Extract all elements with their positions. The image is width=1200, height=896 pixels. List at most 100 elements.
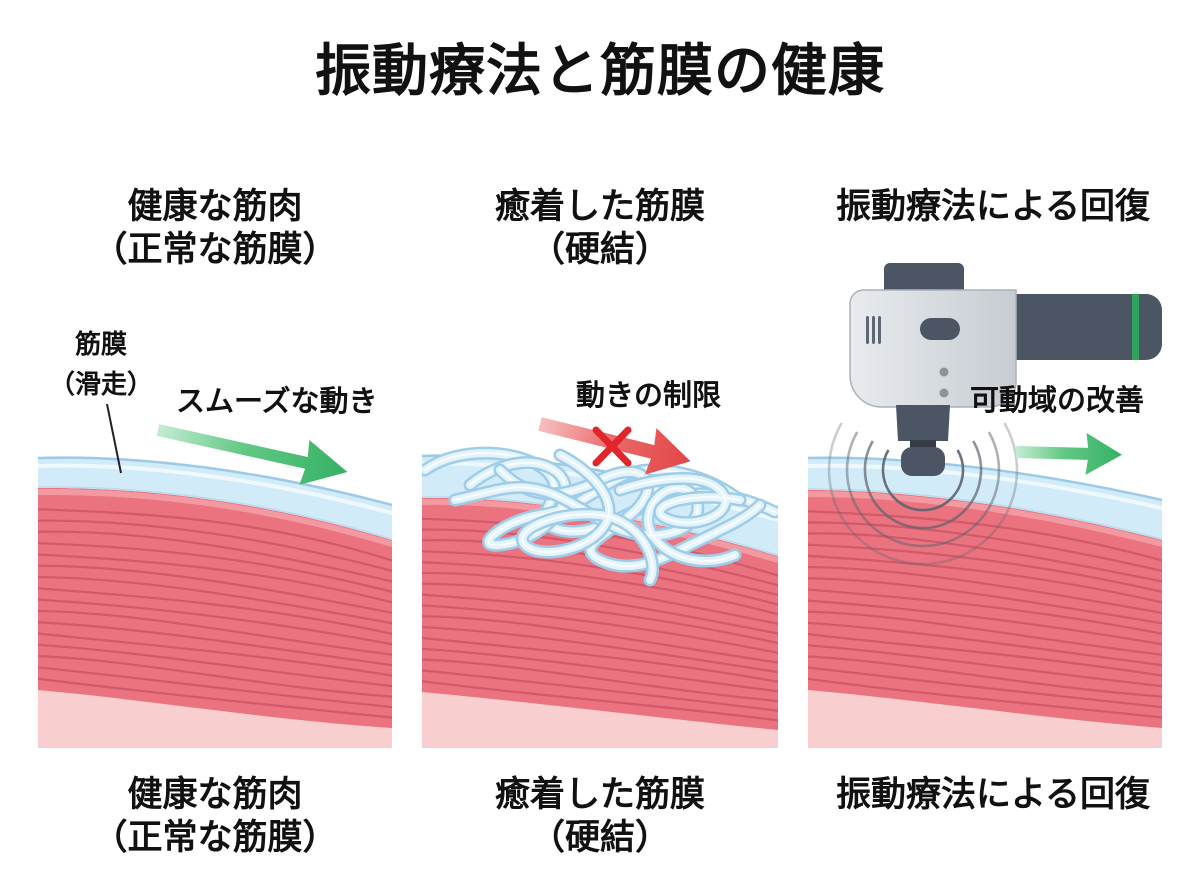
device-connector [910, 440, 936, 449]
muscle-fiber [38, 508, 392, 562]
muscle-fiber [38, 553, 392, 604]
muscle-base [422, 692, 778, 748]
muscle-fiber [38, 655, 392, 698]
muscle-base [808, 690, 1162, 748]
x-mark-icon [592, 426, 632, 467]
muscle-fiber [422, 636, 778, 683]
muscle-fiber [422, 615, 778, 664]
device-slot [920, 318, 960, 340]
muscle-fibers [38, 508, 392, 719]
panel-adhesion-subheading: （硬結） [529, 230, 670, 270]
panel-recovery-caption: 振動療法による回復 [836, 775, 1150, 815]
muscle-fibers [808, 510, 1162, 719]
adhesion-tangle [422, 446, 778, 587]
fascia-inner-edge [808, 488, 1162, 540]
muscle-fiber [422, 571, 778, 625]
muscle-fiber [422, 604, 778, 654]
device-indicator [939, 367, 949, 377]
range-of-motion-arrow [1015, 432, 1122, 475]
vibration-waves-icon [827, 422, 1019, 566]
muscle-fiber [38, 587, 392, 635]
muscle-fiber [422, 593, 778, 645]
fascia-edge [808, 456, 1162, 502]
muscle-fiber [808, 644, 1162, 688]
device-head [884, 263, 964, 295]
muscle-fiber [808, 655, 1162, 698]
fascia-label: 筋膜 [74, 330, 127, 360]
page-title: 振動療法と筋膜の健康 [315, 39, 885, 104]
panel-recovery-illustration [808, 456, 1162, 748]
muscle-surface [38, 488, 392, 547]
range-of-motion-label: 可動域の改善 [970, 383, 1145, 417]
muscle-fiber [808, 610, 1162, 656]
muscle-fiber [38, 643, 392, 688]
muscle-fiber [808, 599, 1162, 646]
panel-adhesion-illustration [422, 446, 778, 748]
device-neck [896, 405, 950, 441]
muscle-fiber [808, 633, 1162, 677]
muscle-fiber [808, 510, 1162, 562]
panel-healthy-subheading: （正常な筋膜） [92, 230, 338, 270]
muscle-base [38, 690, 392, 748]
restricted-motion-label: 動きの制限 [576, 378, 722, 412]
muscle-fiber [38, 609, 392, 656]
muscle-tissue [38, 456, 392, 748]
muscle-fiber [808, 621, 1162, 667]
device-handle-band [1132, 294, 1139, 360]
muscle-surface [808, 491, 1162, 547]
fascia-highlight [38, 463, 392, 515]
device-tip [901, 447, 945, 476]
muscle-fiber [808, 532, 1162, 583]
strand-highlight [521, 454, 654, 581]
muscle-fiber [808, 666, 1162, 709]
muscle-fiber [808, 577, 1162, 625]
panel-adhesion-caption-sub: （硬結） [529, 818, 670, 858]
smooth-motion-arrow [156, 424, 348, 485]
muscle-fiber [38, 519, 392, 573]
muscle-fiber [38, 621, 392, 667]
muscle-fiber [38, 632, 392, 677]
muscle-fiber [38, 530, 392, 583]
device-body [849, 289, 1017, 408]
muscle-fiber [422, 625, 778, 674]
muscle-fiber [38, 666, 392, 709]
strand-highlight [619, 477, 741, 524]
muscle-fiber [422, 680, 778, 722]
fascia-layer [808, 457, 1162, 540]
muscle-fiber [808, 677, 1162, 719]
muscle-fiber [808, 521, 1162, 573]
muscle [38, 487, 392, 748]
muscle-fiber [38, 598, 392, 646]
panel-healthy-caption-sub: （正常な筋膜） [92, 818, 338, 858]
muscle-fiber [422, 561, 778, 616]
fascia-inner-edge [38, 486, 392, 540]
muscle-fiber [38, 677, 392, 719]
panel-adhesion-caption: 癒着した筋膜 [494, 775, 705, 815]
panel-adhesion-heading: 癒着した筋膜 [494, 187, 705, 227]
device-vents [866, 316, 881, 344]
muscle-fiber [38, 542, 392, 593]
panel-healthy-caption: 健康な筋肉 [127, 775, 303, 815]
massage-gun-icon [849, 263, 1162, 476]
muscle-fiber [422, 550, 778, 606]
panel-recovery-heading: 振動療法による回復 [836, 187, 1150, 227]
muscle-fiber [38, 575, 392, 625]
muscle-fiber [422, 669, 778, 712]
device-indicator [939, 388, 949, 398]
muscle-fiber [808, 588, 1162, 635]
fascia-label-note: （滑走） [48, 370, 153, 400]
fascia-edge [38, 456, 392, 507]
adhesion-strand [515, 448, 660, 587]
panel-healthy-illustration [38, 456, 392, 748]
muscle-fiber [38, 564, 392, 614]
muscle-fiber [422, 582, 778, 635]
device-handle [1000, 294, 1162, 360]
muscle-fiber [422, 658, 778, 703]
muscle-fiber [422, 647, 778, 693]
muscle-fiber [808, 565, 1162, 614]
smooth-motion-label: スムーズな動き [176, 384, 378, 418]
fascia-leader-line [106, 403, 122, 474]
adhesion-strand [613, 472, 747, 530]
panel-healthy-heading: 健康な筋肉 [127, 187, 303, 227]
